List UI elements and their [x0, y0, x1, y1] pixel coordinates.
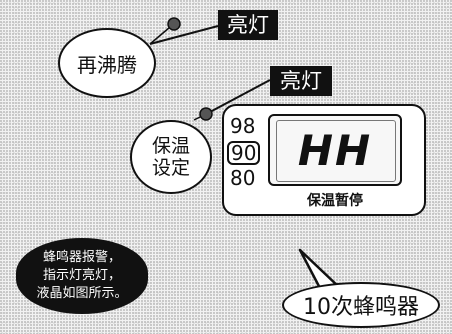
note-line2: 指示灯亮灯， — [42, 268, 121, 283]
reboil-bubble: 再沸腾 — [58, 28, 156, 98]
note-line3: 液晶如图所示。 — [36, 286, 128, 301]
indicator-lamp-1 — [167, 17, 181, 31]
buzzer-label: 10次蜂鸣器 — [303, 295, 419, 320]
note-line1: 蜂鸣器报警， — [42, 250, 121, 265]
buzzer-callout: 10次蜂鸣器 — [282, 282, 440, 328]
connector-line-2 — [209, 79, 271, 113]
temp-98: 98 — [230, 114, 256, 138]
keep-warm-line1: 保温 — [151, 135, 190, 157]
control-panel: 98 90 80 HH 保温暂停 — [222, 104, 426, 216]
connector-line-1 — [149, 25, 219, 45]
pause-label: 保温暂停 — [307, 193, 363, 209]
indicator-lamp-2 — [199, 107, 213, 121]
temp-90-selected: 90 — [227, 141, 261, 165]
light-on-label-1: 亮灯 — [218, 10, 278, 40]
keep-warm-line2: 设定 — [151, 157, 190, 179]
reboil-label: 再沸腾 — [77, 52, 137, 77]
light-on-label-2: 亮灯 — [270, 66, 332, 96]
lcd-text: HH — [297, 126, 373, 175]
temp-80: 80 — [230, 166, 256, 190]
keep-warm-bubble: 保温 设定 — [130, 120, 212, 194]
lcd-display: HH — [268, 114, 402, 186]
alarm-note: 蜂鸣器报警， 指示灯亮灯， 液晶如图所示。 — [16, 238, 148, 314]
